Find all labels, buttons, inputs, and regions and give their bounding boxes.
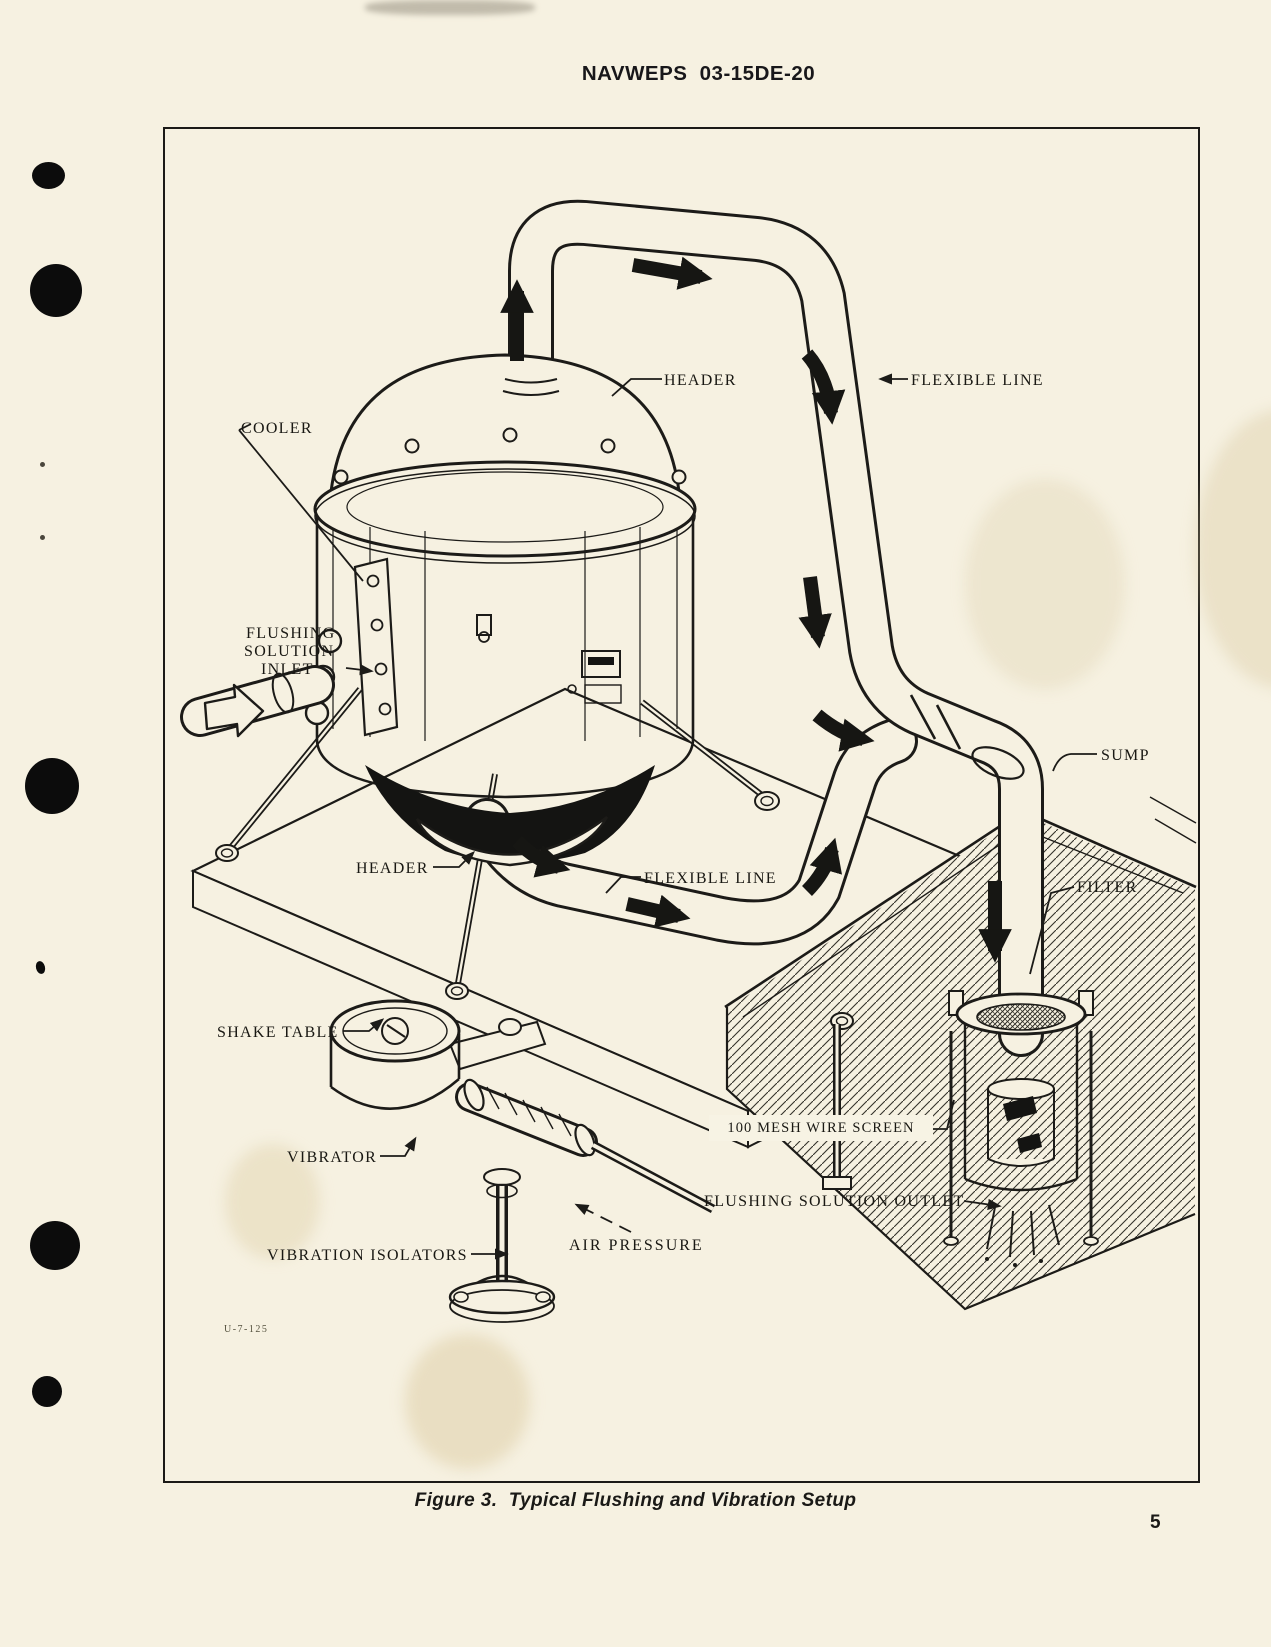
scan-smudge <box>365 0 535 15</box>
air-pressure-arrow <box>574 1203 632 1233</box>
figure-illustration <box>180 199 1197 1323</box>
document-number: NAVWEPS 03-15DE-20 <box>581 62 816 85</box>
drawing-number: U-7-125 <box>224 1324 269 1335</box>
vibration-isolator-drawing <box>448 1168 556 1323</box>
label-header-top: HEADER <box>664 372 737 389</box>
label-leaders <box>238 373 1097 1260</box>
label-flushing-inlet-2: SOLUTION <box>244 643 335 660</box>
outlet-flow-mark <box>1017 1133 1042 1153</box>
punch-hole <box>25 758 79 814</box>
ink-speck <box>34 960 47 975</box>
label-filter: FILTER <box>1077 879 1138 896</box>
label-air-pressure: AIR PRESSURE <box>569 1237 704 1254</box>
punch-hole <box>32 1376 62 1407</box>
label-header-bottom: HEADER <box>356 860 429 877</box>
wire-screen <box>976 1003 1066 1031</box>
filter-drawing <box>943 990 1099 1267</box>
label-sump: SUMP <box>1101 747 1150 764</box>
paper-stain <box>1195 409 1271 689</box>
punch-hole <box>32 162 65 189</box>
label-vibrator: VIBRATOR <box>287 1149 378 1166</box>
label-flushing-inlet-1: FLUSHING <box>246 625 336 642</box>
figure-frame: COOLER HEADER FLEXIBLE LINE FLUSHING SOL… <box>163 127 1271 1483</box>
ink-speck <box>40 462 45 467</box>
label-flexible-line-top: FLEXIBLE LINE <box>911 372 1044 389</box>
punch-hole <box>30 264 82 317</box>
figure-caption: Figure 3. Typical Flushing and Vibration… <box>414 1490 857 1511</box>
label-shake-table: SHAKE TABLE <box>217 1024 339 1041</box>
label-cooler: COOLER <box>241 420 313 437</box>
label-vibration-isolators: VIBRATION ISOLATORS <box>267 1247 468 1264</box>
punch-hole <box>30 1221 80 1270</box>
cooler-drawing <box>304 353 697 867</box>
label-flushing-outlet: FLUSHING SOLUTION OUTLET <box>704 1193 965 1210</box>
bolt-heads <box>215 791 854 1030</box>
page-number: 5 <box>1150 1512 1161 1533</box>
flow-arrows <box>500 256 1012 963</box>
label-flexible-line-mid: FLEXIBLE LINE <box>644 870 777 887</box>
label-mesh-wire-screen: 100 MESH WIRE SCREEN <box>709 1115 933 1141</box>
flexible-line-upper-drawing <box>508 199 1044 1057</box>
flow-in-arrow <box>203 683 265 738</box>
inlet-pipe-drawing <box>180 665 335 738</box>
label-flushing-inlet-3: INLET <box>261 661 314 678</box>
ink-speck <box>40 535 45 540</box>
outlet-flow-mark <box>1003 1096 1037 1121</box>
